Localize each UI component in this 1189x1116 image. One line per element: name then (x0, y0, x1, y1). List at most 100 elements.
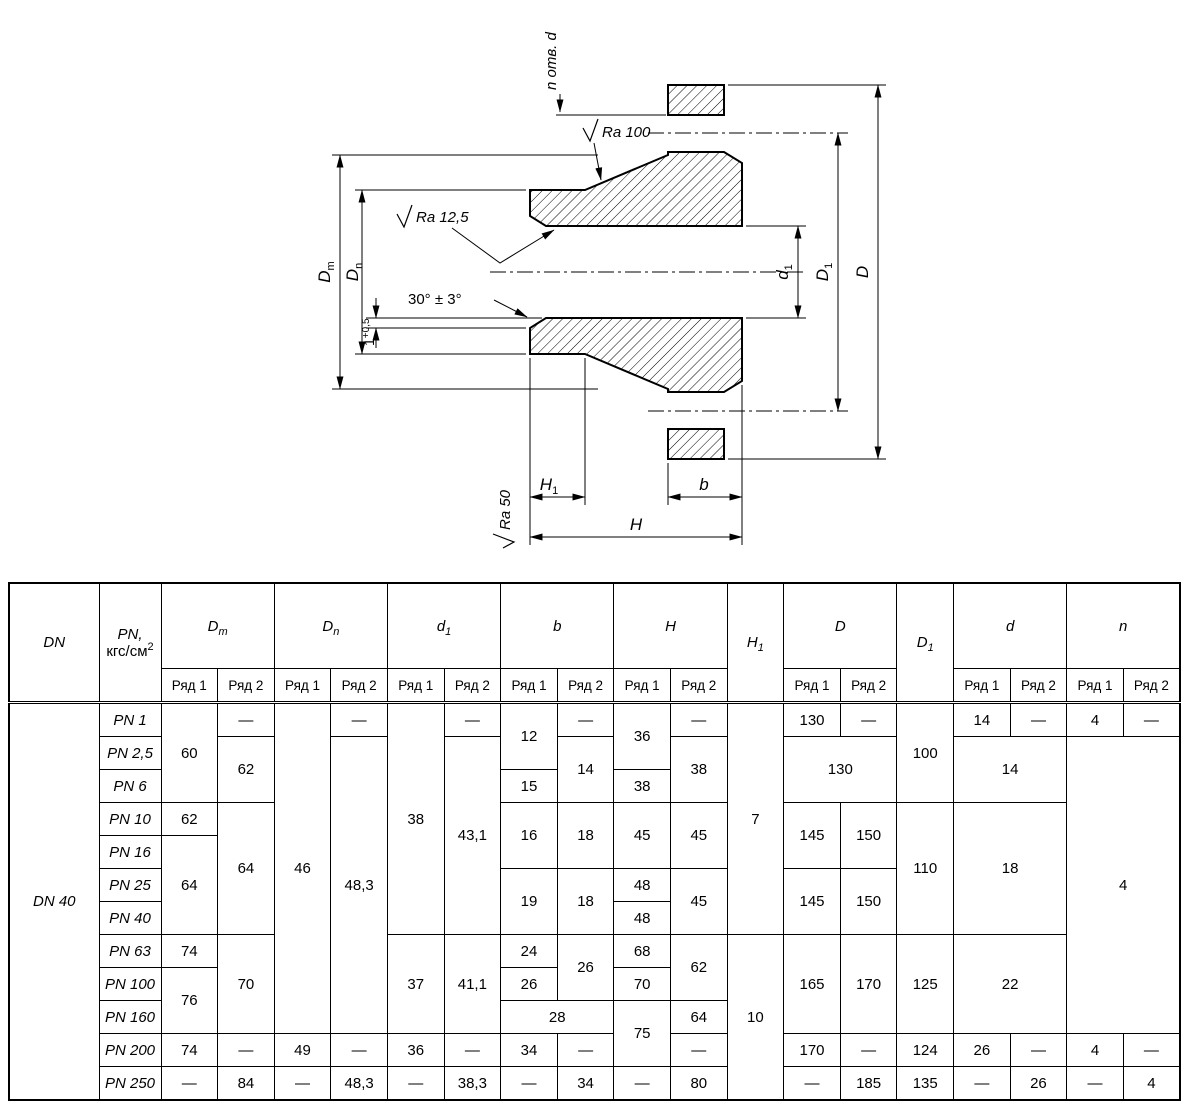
table-cell: 150 (839, 802, 898, 869)
table-cell: — (669, 1033, 728, 1067)
header-cell: Ряд 1 (500, 668, 558, 704)
label-chamfer-angle: 30° ± 3° (408, 291, 462, 308)
table-cell: 14 (556, 736, 615, 803)
table-cell: — (217, 702, 275, 737)
table-cell: — (500, 1066, 558, 1101)
drawing-labels: n отв. d Ra 100 Ra 12,5 Ra 50 30° ± 3° 1… (315, 31, 872, 549)
table-cell: 19 (500, 868, 558, 935)
table-cell: 4 (1066, 1033, 1124, 1067)
label-ra50: Ra 50 (497, 489, 514, 530)
leader-ra125 (451, 227, 555, 264)
header-cell: Ряд 2 (217, 668, 275, 704)
part-outline (529, 84, 743, 460)
flange-section-drawing: n отв. d Ra 100 Ra 12,5 Ra 50 30° ± 3° 1… (315, 31, 886, 549)
table-cell: — (1066, 1066, 1124, 1101)
header-cell: d1 (386, 582, 502, 669)
table-cell: — (556, 1033, 615, 1067)
header-cell: b (500, 582, 615, 669)
table-cell: 24 (500, 934, 558, 968)
table-cell: 74 (160, 934, 219, 968)
table-cell: PN 63 (98, 934, 162, 968)
header-cell: DN (8, 582, 100, 704)
table-cell: 76 (160, 967, 219, 1034)
table-cell: 80 (669, 1066, 728, 1101)
table-cell: 7 (726, 702, 785, 935)
table-cell: PN 10 (98, 802, 162, 836)
header-cell: D (783, 582, 898, 669)
table-cell: — (1009, 1033, 1068, 1067)
header-cell: Ряд 2 (556, 668, 615, 704)
header-cell: Ряд 2 (330, 668, 388, 704)
flange-rim-top (667, 84, 725, 116)
table-cell: DN 40 (8, 702, 100, 1101)
table-cell: PN 200 (98, 1033, 162, 1067)
table-cell: — (330, 702, 388, 737)
table-cell: 64 (160, 835, 219, 935)
table-cell: — (443, 702, 502, 737)
table-cell: — (217, 1033, 275, 1067)
table-cell: 150 (839, 868, 898, 935)
table-cell: 46 (273, 702, 332, 1034)
table-cell: 125 (896, 934, 955, 1034)
leader-lines (451, 94, 603, 318)
table-cell: 45 (669, 868, 728, 935)
table-cell: 4 (1066, 702, 1124, 737)
table-cell: 34 (556, 1066, 615, 1101)
table-cell: 185 (839, 1066, 898, 1101)
label-dim-D: D (853, 266, 872, 278)
table-cell: 145 (783, 868, 841, 935)
table-cell: 41,1 (443, 934, 502, 1034)
table-cell: PN 25 (98, 868, 162, 902)
table-cell: — (783, 1066, 841, 1101)
table-cell: — (556, 702, 615, 737)
flange-drawing-panel: n отв. d Ra 100 Ra 12,5 Ra 50 30° ± 3° 1… (315, 31, 886, 549)
table-cell: 64 (217, 802, 275, 935)
table-cell: PN 6 (98, 769, 162, 803)
table-cell: 26 (500, 967, 558, 1001)
flange-rim-bottom (667, 428, 725, 460)
table-cell: 145 (783, 802, 841, 869)
table-cell: 62 (669, 934, 728, 1001)
table-cell: 75 (613, 1000, 671, 1067)
table-cell: 130 (783, 736, 898, 803)
table-cell: — (1122, 702, 1181, 737)
table-cell: 22 (953, 934, 1068, 1034)
header-cell: Ряд 1 (613, 668, 671, 704)
table-cell: 38 (669, 736, 728, 803)
header-cell: d (953, 582, 1068, 669)
header-cell: Ряд 1 (953, 668, 1011, 704)
table-cell: 130 (783, 702, 841, 737)
table-cell: 49 (273, 1033, 332, 1067)
table-cell: PN 16 (98, 835, 162, 869)
label-ra100: Ra 100 (602, 124, 651, 141)
table-cell: PN 40 (98, 901, 162, 935)
table-cell: — (386, 1066, 445, 1101)
table-cell: 62 (217, 736, 275, 803)
header-cell: Ряд 2 (1122, 668, 1181, 704)
label-dim-Dn: Dn (343, 263, 365, 281)
table-cell: — (669, 702, 728, 737)
table-cell: 43,1 (443, 736, 502, 935)
table-cell: — (613, 1066, 671, 1101)
table-cell: 165 (783, 934, 841, 1034)
table-cell: PN 160 (98, 1000, 162, 1034)
header-cell: Ряд 2 (1009, 668, 1068, 704)
header-cell: D1 (896, 582, 955, 704)
table-cell: 45 (613, 802, 671, 869)
table-cell: 74 (160, 1033, 219, 1067)
header-cell: Ряд 2 (443, 668, 502, 704)
header-cell: Ряд 1 (386, 668, 445, 704)
flange-body-top (529, 151, 743, 227)
label-ra125: Ra 12,5 (416, 209, 469, 226)
label-dim-Dm: Dm (315, 261, 337, 282)
table-cell: 70 (217, 934, 275, 1034)
